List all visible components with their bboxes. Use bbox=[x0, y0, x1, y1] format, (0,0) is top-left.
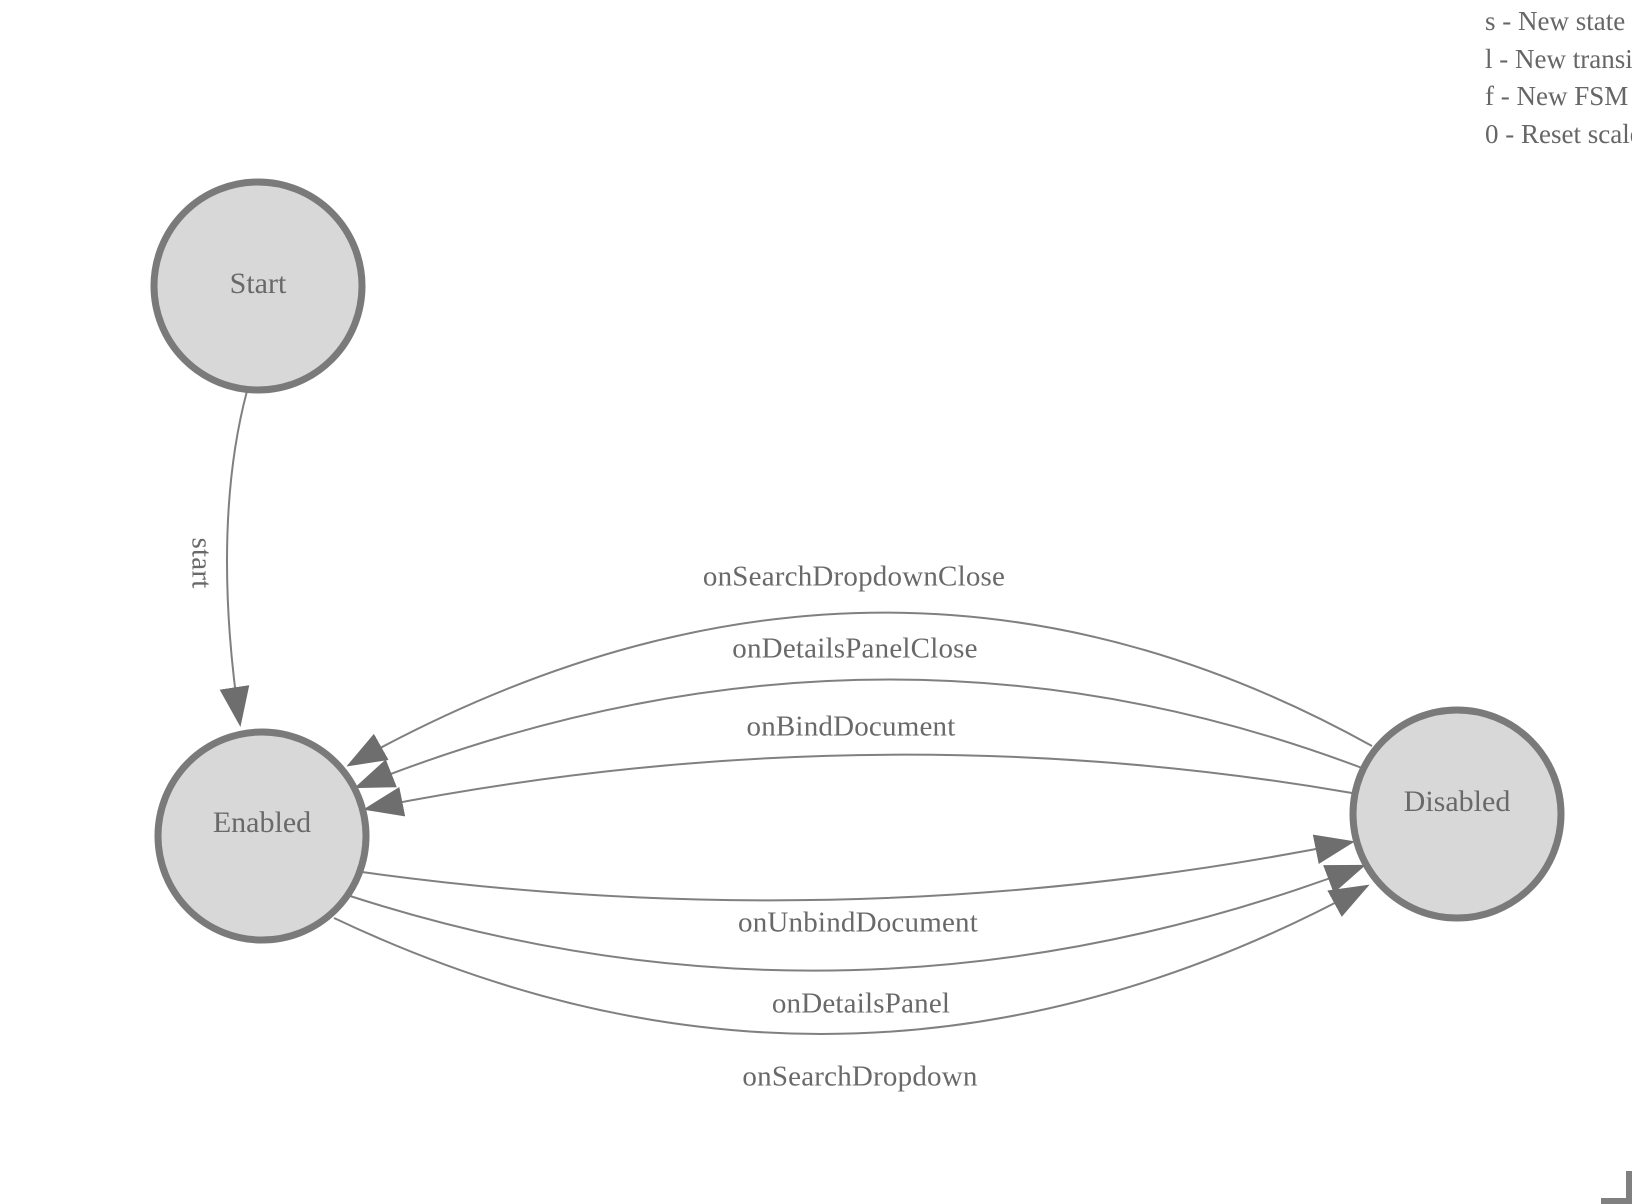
legend-line-reset-scale: 0 - Reset scale bbox=[1485, 118, 1632, 149]
state-label-start: Start bbox=[229, 267, 287, 300]
legend-line-new-fsm: f - New FSM bbox=[1485, 81, 1629, 111]
edge-label-on-bind-document: onBindDocument bbox=[746, 710, 956, 743]
state-label-enabled: Enabled bbox=[212, 806, 312, 839]
edge-label-start: start bbox=[185, 537, 218, 589]
edge-on-bind-document[interactable] bbox=[363, 753, 1353, 817]
state-node-disabled[interactable] bbox=[1349, 706, 1565, 922]
edge-on-unbind-document[interactable] bbox=[361, 834, 1355, 902]
edge-on-details-panel[interactable] bbox=[349, 864, 1366, 972]
legend-line-new-transition: l - New transition bbox=[1485, 43, 1632, 74]
legend-line-new-state: s - New state bbox=[1485, 6, 1626, 36]
edge-on-search-dropdown-close[interactable] bbox=[346, 611, 1373, 767]
edge-on-search-dropdown[interactable] bbox=[333, 884, 1370, 1035]
edge-label-on-details-panel: onDetailsPanel bbox=[771, 987, 951, 1020]
state-label-disabled: Disabled bbox=[1403, 785, 1511, 818]
edge-start[interactable] bbox=[219, 390, 250, 727]
edge-label-on-search-dropdown-close: onSearchDropdownClose bbox=[702, 560, 1006, 593]
state-node-start[interactable] bbox=[150, 178, 366, 394]
shortcut-legend: s - New state l - New transition f - New… bbox=[1485, 3, 1632, 153]
edge-on-details-panel-close[interactable] bbox=[354, 678, 1363, 789]
edge-label-on-unbind-document: onUnbindDocument bbox=[737, 906, 979, 939]
edge-label-on-search-dropdown: onSearchDropdown bbox=[742, 1060, 978, 1093]
edge-label-on-details-panel-close: onDetailsPanelClose bbox=[732, 632, 978, 665]
frame-corner bbox=[1601, 1171, 1632, 1204]
state-node-enabled[interactable] bbox=[154, 728, 370, 944]
